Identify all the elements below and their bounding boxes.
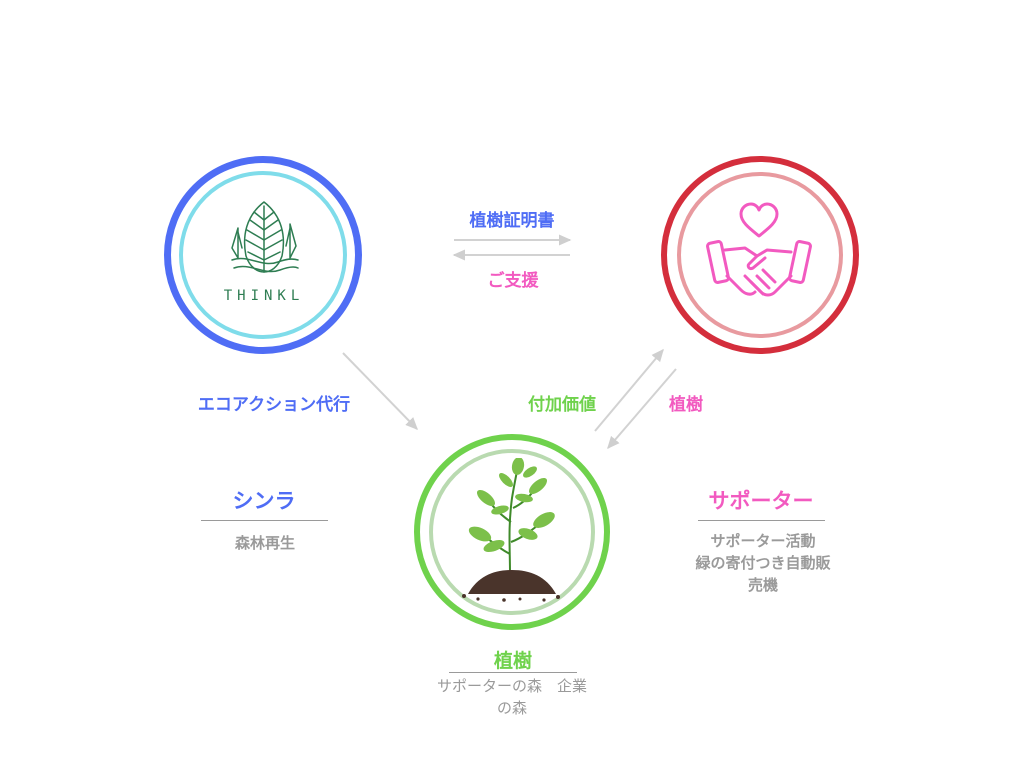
planting-outer-ring — [414, 434, 610, 630]
planting-description: サポーターの森 企業 の森 — [436, 677, 588, 717]
planting-inner-ring — [429, 449, 595, 615]
supporter-divider — [698, 520, 825, 521]
arrow-eco-action — [342, 352, 418, 431]
edge-label-certificate: 植樹証明書 — [469, 211, 555, 231]
planting-title: 植樹 — [493, 650, 533, 672]
arrow-planting — [607, 368, 677, 450]
handshake-heart-icon — [706, 202, 812, 297]
edge-label-support: ご支援 — [487, 271, 539, 291]
thinkl-inner-ring — [179, 171, 347, 339]
supporter-title: サポーター — [708, 489, 814, 513]
thinkl-outer-ring — [164, 156, 362, 354]
edge-label-added-value: 付加価値 — [528, 395, 596, 415]
supporter-inner-ring — [677, 172, 843, 338]
thinkl-logo-text: THINKL — [223, 288, 305, 304]
shinra-divider — [201, 520, 328, 521]
supporter-outer-ring — [661, 156, 859, 354]
edge-label-eco-action: エコアクション代行 — [197, 395, 351, 415]
shinra-title: シンラ — [232, 489, 296, 513]
edge-label-planting: 植樹 — [669, 395, 703, 415]
planting-divider — [449, 672, 577, 673]
shinra-description: 森林再生 — [234, 534, 296, 552]
thinkl-leaf-logo-icon — [231, 201, 299, 273]
arrow-added-value — [594, 348, 664, 432]
supporter-description: サポーター活動 緑の寄付つき自動販 売機 — [695, 532, 831, 594]
seedling-icon — [462, 458, 560, 602]
